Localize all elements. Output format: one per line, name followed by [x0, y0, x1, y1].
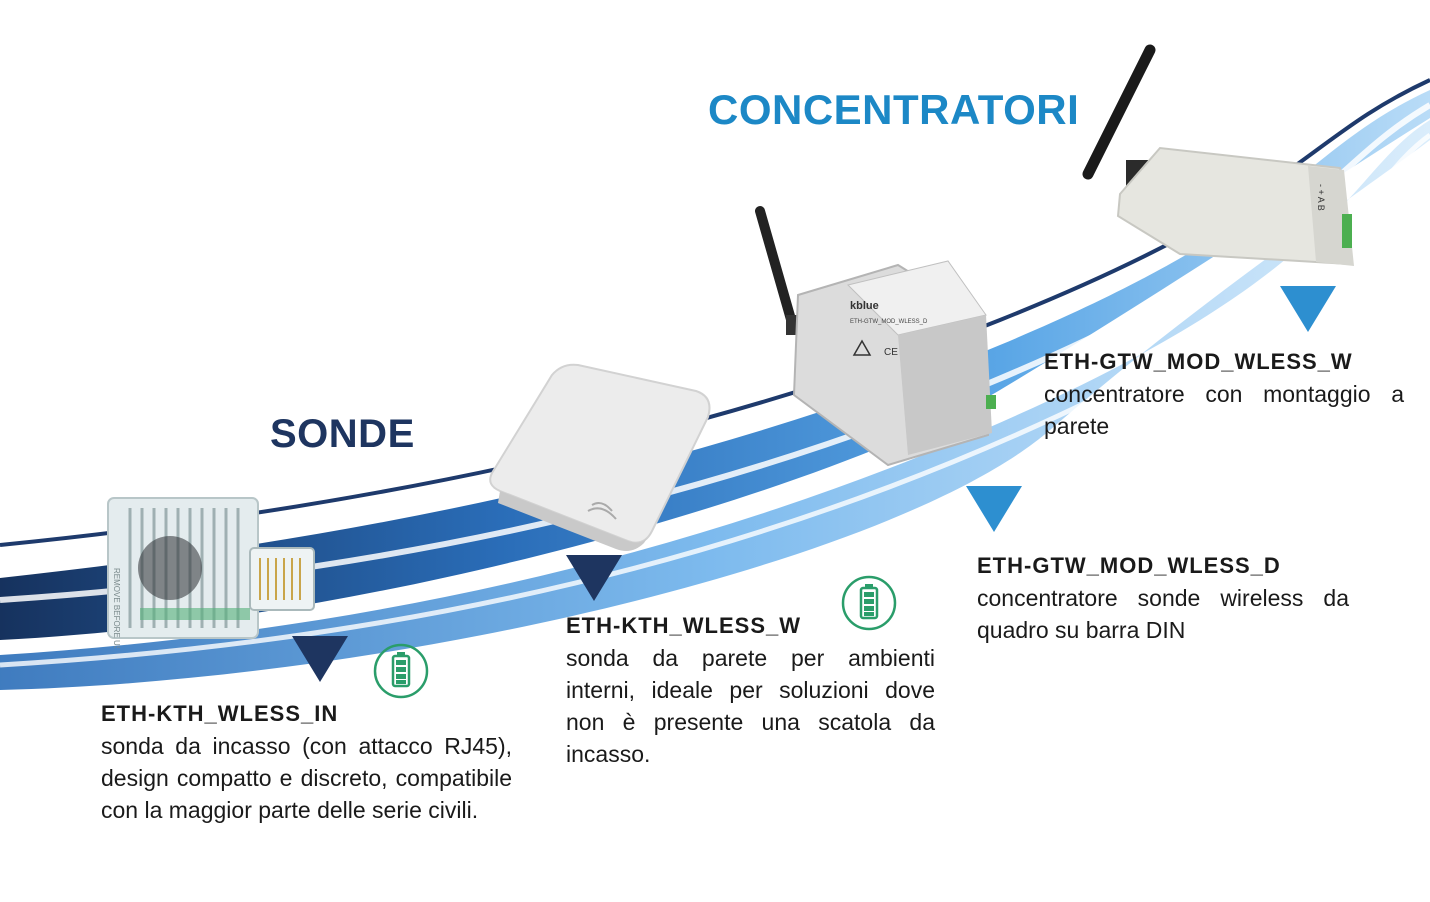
- product-eth-kth-wless-w: ETH-KTH_WLESS_W sonda da parete per ambi…: [566, 610, 935, 770]
- product-description: concentratore con montaggio a parete: [1044, 381, 1404, 439]
- concentratori-heading: CONCENTRATORI: [708, 86, 1080, 133]
- product-code: ETH-GTW_MOD_WLESS_W: [1044, 349, 1353, 374]
- pointer-eth-gtw-mod-wless-w: [1280, 286, 1336, 332]
- product-eth-gtw-mod-wless-d: ETH-GTW_MOD_WLESS_D concentratore sonde …: [977, 550, 1349, 646]
- product-description: sonda da incasso (con attacco RJ45), des…: [101, 733, 512, 823]
- product-code: ETH-KTH_WLESS_IN: [101, 701, 339, 726]
- din-ce-mark: CE: [884, 347, 898, 358]
- pointer-eth-gtw-mod-wless-d: [966, 486, 1022, 532]
- pointer-eth-kth-wless-in: [292, 636, 348, 682]
- din-model-label: ETH-GTW_MOD_WLESS_D: [850, 319, 928, 325]
- product-code: ETH-KTH_WLESS_W: [566, 613, 801, 638]
- din-gateway-image: kblue ETH-GTW_MOD_WLESS_D CE: [755, 206, 996, 467]
- wall-probe-image: [489, 363, 711, 551]
- wall-gateway-image: - + A B: [1082, 44, 1354, 266]
- product-eth-gtw-mod-wless-w: ETH-GTW_MOD_WLESS_W concentratore con mo…: [1044, 346, 1404, 442]
- din-brand-label: kblue: [850, 300, 879, 312]
- battery-full-icon: [373, 643, 429, 699]
- product-description: sonda da parete per ambienti interni, id…: [566, 645, 935, 767]
- product-description: concentratore sonde wireless da quadro s…: [977, 585, 1349, 643]
- sonde-heading: SONDE: [270, 412, 415, 456]
- pointer-eth-kth-wless-w: [566, 555, 622, 601]
- rj45-probe-image: REMOVE BEFORE USE: [107, 497, 315, 648]
- product-eth-kth-wless-in: ETH-KTH_WLESS_IN sonda da incasso (con a…: [101, 698, 512, 826]
- battery-full-icon: [841, 575, 897, 631]
- wall-terminal-label: - + A B: [1316, 184, 1326, 211]
- rj45-side-label: REMOVE BEFORE USE: [112, 568, 121, 648]
- product-code: ETH-GTW_MOD_WLESS_D: [977, 553, 1281, 578]
